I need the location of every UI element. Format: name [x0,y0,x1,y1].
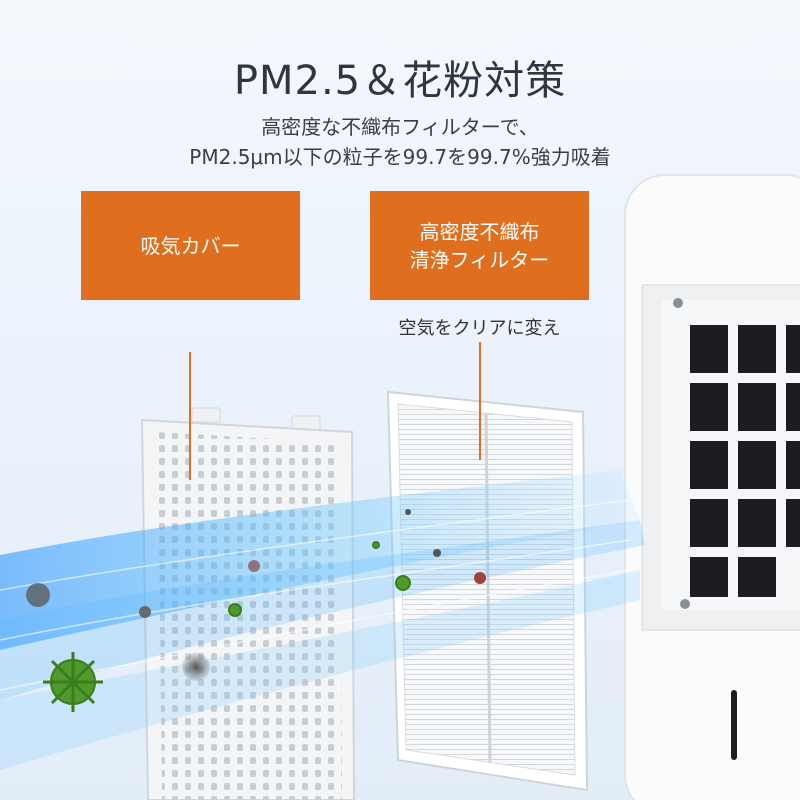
virus-icon [43,541,411,712]
subtitle-line-2: PM2.5μm以下の粒子を99.7を99.7%強力吸着 [189,145,611,169]
filter-label-line-1: 高密度不織布 [419,219,540,244]
filter-label-line-2: 清浄フィルター [409,247,550,272]
filter-leader-line [479,342,481,460]
airflow-stream [0,470,645,770]
page-title: PM2.5＆花粉対策 [233,58,567,104]
cover-label-box: 吸気カバー [81,191,300,300]
filter-label-box: 高密度不織布 清浄フィルター [370,191,589,300]
cover-label: 吸気カバー [140,233,241,258]
cover-leader-line [189,352,191,480]
subtitle: 高密度な不織布フィルターで、 PM2.5μm以下の粒子を99.7を99.7%強力… [0,112,800,172]
subtitle-line-1: 高密度な不織布フィルターで、 [261,115,539,139]
filter-caption: 空気をクリアに変え [398,318,561,339]
particles [26,509,486,681]
dehumidifier-unit [624,174,800,800]
